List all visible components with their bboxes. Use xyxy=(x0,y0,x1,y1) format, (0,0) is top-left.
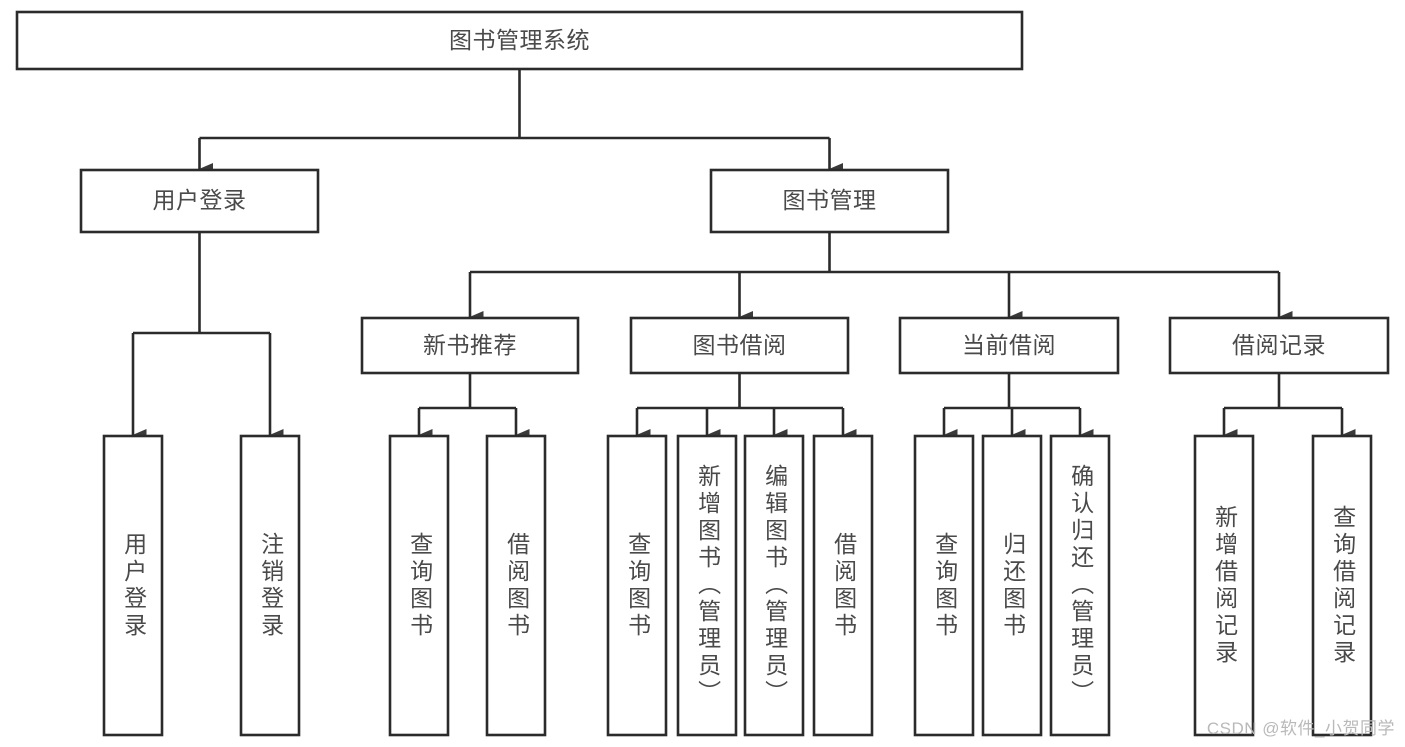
node-box-leaf-query-book-recommend[interactable] xyxy=(388,434,450,737)
node-box-user-login[interactable] xyxy=(79,168,320,234)
node-box-current-borrow[interactable] xyxy=(898,316,1120,375)
node-box-leaf-confirm-return-admin[interactable] xyxy=(1049,434,1111,737)
node-box-book-borrow[interactable] xyxy=(629,316,850,375)
node-box-borrow-record[interactable] xyxy=(1168,316,1390,375)
watermark-text: CSDN @软件_小贺同学 xyxy=(1206,719,1395,738)
connectors-layer xyxy=(131,69,1356,441)
node-box-leaf-user-login[interactable] xyxy=(102,434,164,737)
node-box-leaf-return-book[interactable] xyxy=(981,434,1043,737)
node-box-leaf-query-book-current[interactable] xyxy=(913,434,975,737)
node-box-leaf-edit-book-admin[interactable] xyxy=(743,434,805,737)
node-box-root[interactable] xyxy=(15,10,1024,71)
node-box-book-management[interactable] xyxy=(709,168,950,234)
boxes-layer xyxy=(15,10,1390,737)
node-box-leaf-borrow-book[interactable] xyxy=(812,434,874,737)
node-box-leaf-add-book-admin[interactable] xyxy=(676,434,738,737)
node-box-leaf-add-borrow-record[interactable] xyxy=(1193,434,1255,737)
node-box-leaf-query-book-borrow[interactable] xyxy=(606,434,668,737)
node-box-leaf-query-borrow-record[interactable] xyxy=(1311,434,1373,737)
node-box-new-book-recommend[interactable] xyxy=(360,316,580,375)
node-box-leaf-borrow-book-recommend[interactable] xyxy=(485,434,547,737)
node-box-leaf-logout[interactable] xyxy=(239,434,301,737)
